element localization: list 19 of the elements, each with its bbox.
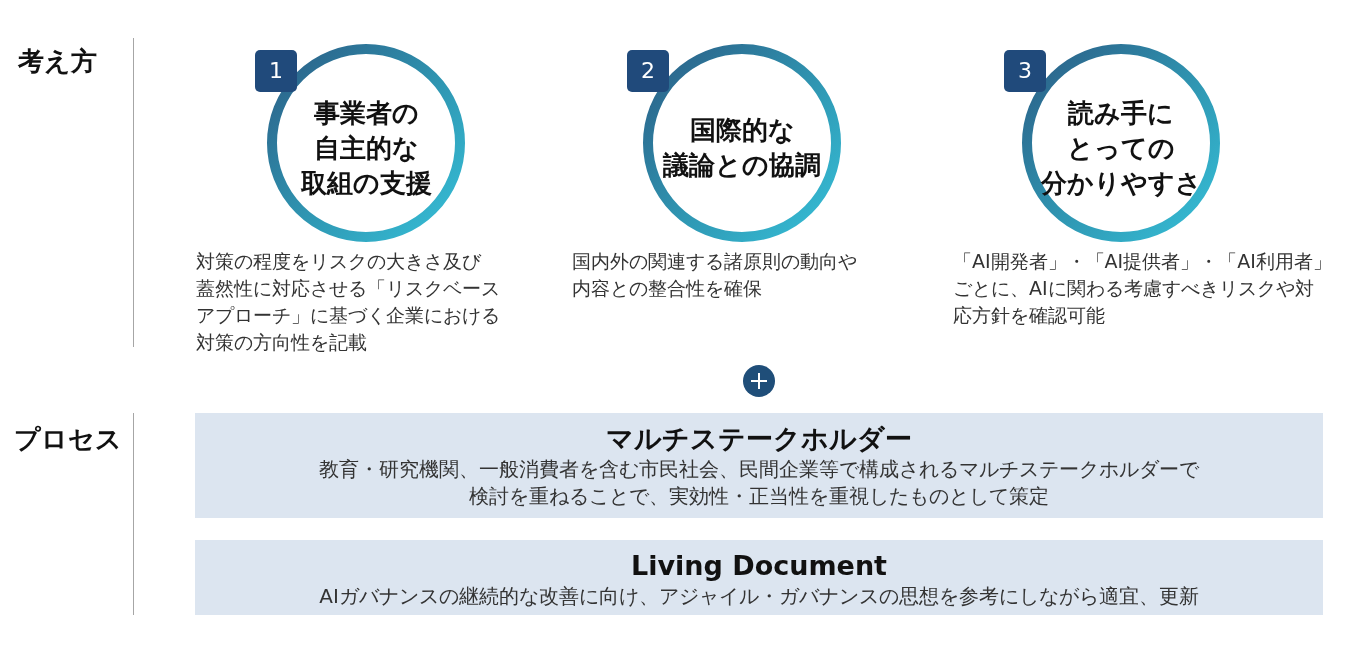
band-description: 教育・研究機関、一般消費者を含む市民社会、民間企業等で構成されるマルチステークホルダーで検討を重ねることで、実効性・正当性を重視したものとして策定: [319, 456, 1199, 510]
ring-circle: [267, 44, 465, 242]
band-description: AIガバナンスの継続的な改善に向け、アジャイル・ガバナンスの思想を参考にしながら適宜、更新: [319, 583, 1199, 610]
number-badge: 3: [1004, 50, 1046, 92]
band-title: マルチステークホルダー: [606, 422, 912, 456]
description-text: 対策の程度をリスクの大きさ及び蓋然性に対応させる「リスクベースアプローチ」に基づく企業における対策の方向性を記載: [196, 249, 500, 355]
description-text: 「AI開発者」・「AI提供者」・「AI利用者」ごとに、AIに関わる考慮すべきリスクや対応方針を確認可能: [953, 249, 1332, 328]
description-text: 国内外の関連する諸原則の動向や内容との整合性を確保: [572, 249, 857, 301]
circle-title: 事業者の自主的な取組の支援: [300, 96, 432, 200]
circle-title: 読み手にとっての分かりやすさ: [1040, 96, 1202, 200]
section-heading: 考え方: [18, 45, 97, 78]
process-band: [195, 540, 1323, 615]
circle-title: 国際的な議論との協調: [663, 114, 821, 182]
ring-circle: [643, 44, 841, 242]
process-band: [195, 413, 1323, 518]
band-title: Living Document: [631, 549, 887, 583]
section-heading: プロセス: [14, 423, 122, 456]
number-badge: 2: [627, 50, 669, 92]
number-badge: 1: [255, 50, 297, 92]
